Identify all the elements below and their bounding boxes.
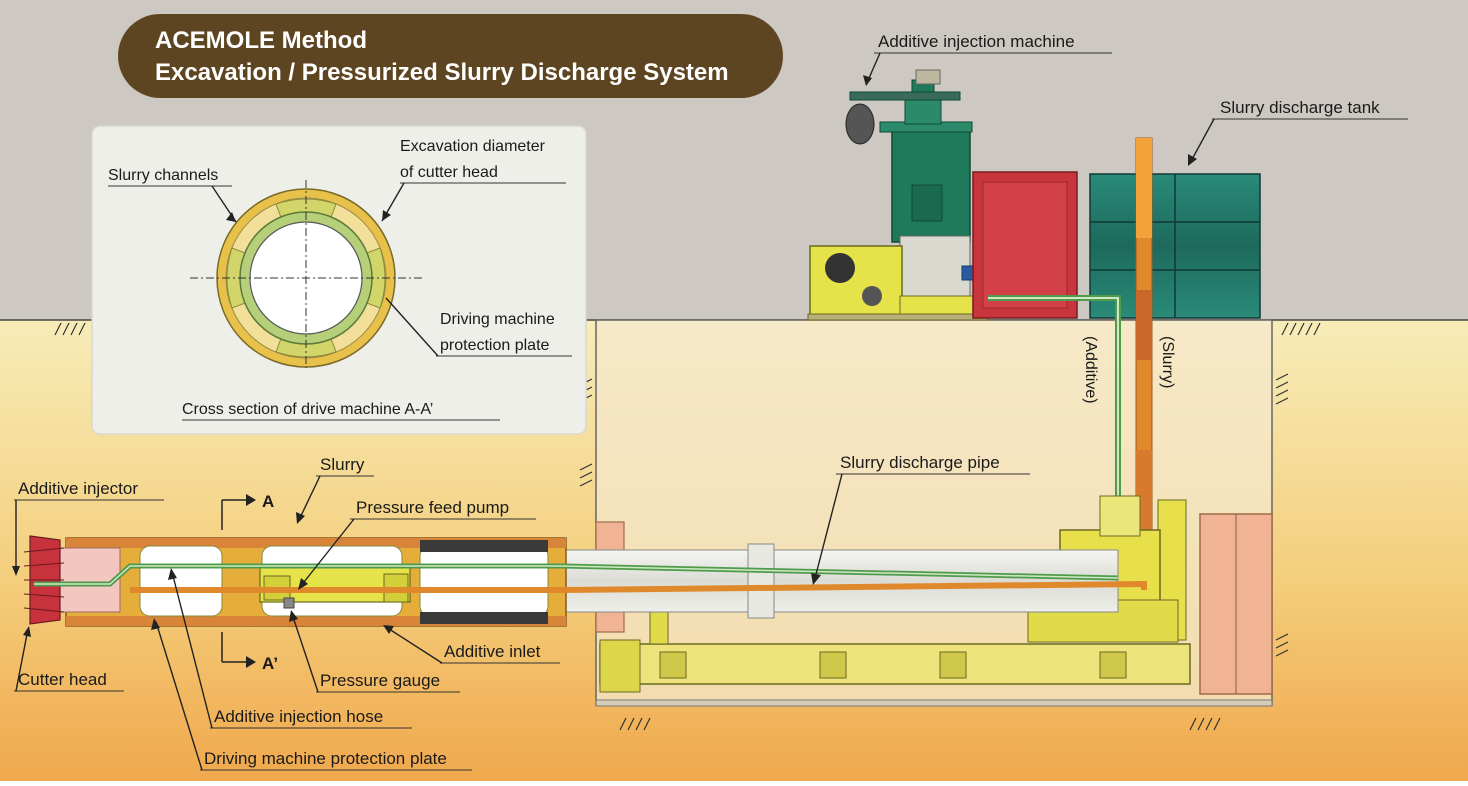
excavation-diameter-label-1: Excavation diameter (400, 138, 546, 155)
pressure-gauge-leader (291, 613, 319, 693)
cross-section-caption: Cross section of drive machine A-A’ (182, 401, 433, 418)
slurry-vertical-label: (Slurry) (1159, 336, 1176, 388)
cutter-head (23, 535, 121, 625)
slurry-discharge-pipe-label: Slurry discharge pipe (840, 453, 1000, 472)
cutter-head-leader (15, 628, 29, 692)
slurry-label: Slurry (320, 455, 365, 474)
driving-machine-protection-plate-label: Driving machine protection plate (204, 749, 447, 768)
additive-injector-label: Additive injector (18, 479, 138, 498)
pressure-feed-pump-leader (299, 518, 355, 588)
pressure-feed-pump-label: Pressure feed pump (356, 498, 509, 517)
section-marker-a-prime: A’ (221, 632, 278, 673)
additive-injection-hose-label: Additive injection hose (214, 707, 383, 726)
jacking-pipe (547, 543, 1119, 619)
drive-machine (65, 537, 567, 627)
driving-machine-protection-plate-leader (155, 621, 203, 771)
title-badge (118, 14, 783, 98)
slurry-discharge-tank (1089, 173, 1261, 319)
excavation-diameter-label-2: of cutter head (400, 164, 498, 181)
slurry-discharge-tank-leader (1189, 118, 1215, 164)
pit-floor (595, 699, 1273, 707)
slurry-discharge-pipe-leader (813, 473, 843, 583)
cross-section-panel: Slurry channels Excavation diameter of c… (91, 125, 587, 435)
protection-plate-label-2: protection plate (440, 337, 550, 354)
slurry-internal-line (130, 580, 1147, 593)
section-a-label: A (262, 492, 274, 511)
protection-plate-leader (385, 297, 439, 357)
slurry-vertical-pipe (1135, 137, 1153, 591)
protection-plate-label-1: Driving machine (440, 311, 555, 328)
additive-vertical-label: (Additive) (1082, 336, 1099, 404)
additive-inlet-label: Additive inlet (444, 642, 541, 661)
slurry-channels-label: Slurry channels (108, 167, 218, 184)
additive-injection-hose-leader (171, 571, 213, 729)
additive-injection-machine-label: Additive injection machine (878, 32, 1075, 51)
title-line-2: Excavation / Pressurized Slurry Discharg… (155, 59, 729, 86)
slurry-leader (297, 475, 321, 523)
additive-line (988, 295, 1121, 578)
additive-inlet-leader (385, 626, 443, 664)
cutter-head-label: Cutter head (18, 670, 107, 689)
additive-injection-machine (807, 69, 993, 321)
section-a-prime-label: A’ (262, 654, 278, 673)
pressure-gauge-label: Pressure gauge (320, 671, 440, 690)
slurry-discharge-tank-label: Slurry discharge tank (1220, 98, 1380, 117)
title-line-1: ACEMOLE Method (155, 27, 367, 54)
cross-section-ring (190, 180, 422, 368)
ground-hatch-marks (54, 322, 1321, 731)
section-marker-a: A (221, 492, 274, 530)
